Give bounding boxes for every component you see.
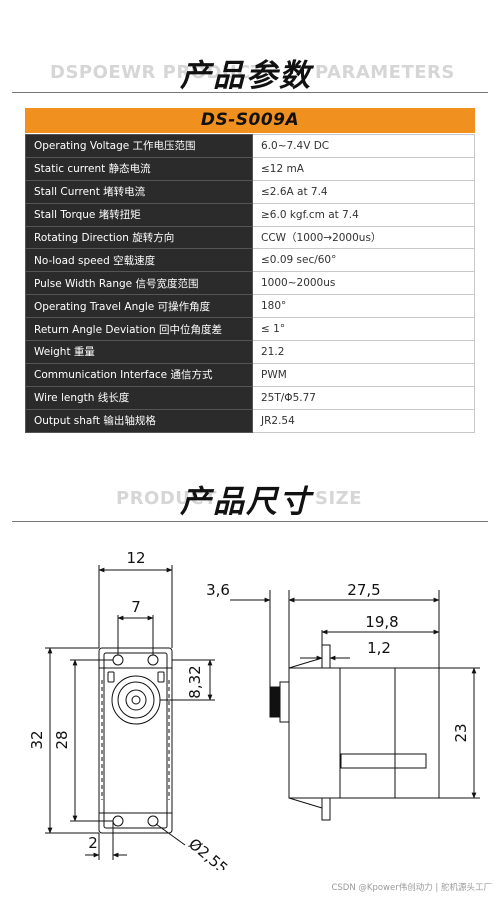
size-ghost-left: PRODUCT [116,488,217,509]
dim-36: 3,6 [206,581,230,599]
dim-23: 23 [452,723,470,742]
spec-label: Static current 静态电流 [25,156,253,181]
size-divider [12,521,488,522]
spec-label: Stall Current 堵转电流 [25,179,253,204]
spec-label: Communication Interface 通信方式 [25,362,253,387]
spec-row: Stall Current 堵转电流≤2.6A at 7.4 [25,179,475,204]
spec-label: Pulse Width Range 信号宽度范围 [25,271,253,296]
dim-198: 19,8 [365,613,398,631]
spec-value: 180° [252,294,475,319]
size-ghost-right: SIZE [315,488,363,509]
params-ghost-left: DSPOEWR PRODUCT [50,62,264,83]
dimension-drawing: 12 7 32 28 8,32 2 Ø2,55 3,6 27,5 19,8 1,… [28,549,480,870]
spec-value: ≥6.0 kgf.cm at 7.4 [252,202,475,227]
spec-value: ≤0.09 sec/60° [252,248,475,273]
front-view [45,565,215,860]
spec-label: Rotating Direction 旋转方向 [25,225,253,250]
dim-12: 12 [126,549,145,567]
spec-label: Stall Torque 堵转扭矩 [25,202,253,227]
spec-label: Wire length 线长度 [25,385,253,410]
dim-832: 8,32 [186,665,204,698]
spec-label: No-load speed 空载速度 [25,248,253,273]
spec-value: ≤12 mA [252,156,475,181]
side-view [230,590,480,821]
spec-value: ≤2.6A at 7.4 [252,179,475,204]
spec-row: Return Angle Deviation 回中位角度差≤ 1° [25,317,475,342]
spec-label: Operating Voltage 工作电压范围 [25,134,253,158]
spec-value: JR2.54 [252,408,475,433]
params-divider [12,92,488,93]
spec-row: Static current 静态电流≤12 mA [25,156,475,181]
dim-hole-diameter: Ø2,55 [185,835,231,870]
spec-row: No-load speed 空载速度≤0.09 sec/60° [25,248,475,273]
dim-275: 27,5 [347,581,380,599]
dim-32: 32 [28,730,46,749]
params-title: 产品参数 [180,58,312,94]
params-section-header: DSPOEWR PRODUCT 产品参数 PARAMETERS [0,50,500,96]
dim-2: 2 [88,834,98,852]
dim-7: 7 [131,598,141,616]
spec-value: 6.0~7.4V DC [252,134,475,158]
params-ghost-right: PARAMETERS [315,62,455,83]
size-title: 产品尺寸 [180,484,312,520]
spec-value: PWM [252,362,475,387]
spec-label: Return Angle Deviation 回中位角度差 [25,317,253,342]
spec-label: Operating Travel Angle 可操作角度 [25,294,253,319]
spec-value: 21.2 [252,340,475,364]
model-banner: DS-S009A [25,108,475,133]
spec-value: 25T/Φ5.77 [252,385,475,410]
spec-label: Output shaft 输出轴规格 [25,408,253,433]
watermark: CSDN @Kpower伟创动力 | 舵机源头工厂 [331,883,492,893]
size-section-header: PRODUCT 产品尺寸 SIZE [0,476,500,522]
spec-row: Stall Torque 堵转扭矩≥6.0 kgf.cm at 7.4 [25,202,475,227]
dim-12b: 1,2 [367,639,391,657]
spec-value: ≤ 1° [252,317,475,342]
dim-28: 28 [53,730,71,749]
spec-value: CCW（1000→2000us） [252,225,475,250]
spec-value: 1000~2000us [252,271,475,296]
spec-label: Weight 重量 [25,340,253,364]
